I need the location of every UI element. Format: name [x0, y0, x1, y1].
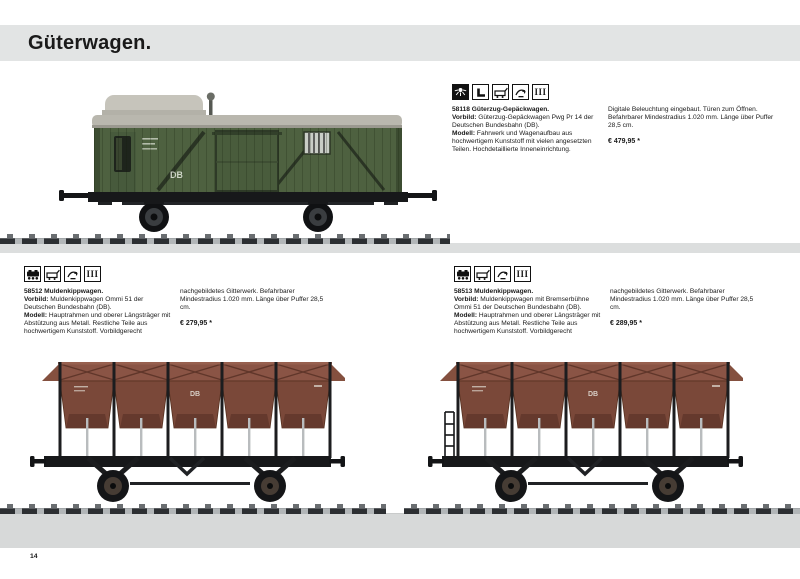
- product-title: 58512 Muldenkippwagen.: [24, 288, 104, 295]
- product-price: € 289,95 *: [610, 319, 642, 327]
- rail-clamps: [0, 504, 386, 508]
- brake-platform: [444, 411, 455, 458]
- track-roadbed-bottom: [0, 513, 800, 548]
- track-roadbed-top: [0, 243, 800, 253]
- vorbild-text: Muldenkippwagen Ommi 51 der Deutschen Bu…: [24, 295, 144, 311]
- vorbild-text: Güterzug-Gepäckwagen Pwg Pr 14 der Deuts…: [452, 113, 594, 129]
- coupling-icon: [494, 266, 511, 282]
- product-title: 58118 Güterzug-Gepäckwagen.: [452, 106, 550, 113]
- track-rails-bottom-left: [0, 504, 386, 514]
- pictogram-row: III: [24, 266, 334, 282]
- track-rails-top: [0, 234, 450, 244]
- digital-light-icon: [452, 84, 469, 100]
- epoch-label: III: [534, 86, 547, 97]
- epoch-III-icon: III: [84, 266, 101, 282]
- modell-label: Modell:: [452, 129, 476, 137]
- modell-text: Hauptrahmen und oberer Längsträger mit A…: [454, 311, 601, 335]
- open-wagon-icon: [474, 266, 491, 282]
- epoch-III-icon: III: [514, 266, 531, 282]
- vorbild-label: Vorbild:: [24, 295, 49, 303]
- track-rails-bottom-right: [404, 504, 800, 514]
- freight-wagon-icon: [24, 266, 41, 282]
- hopper-body: DB: [42, 362, 345, 429]
- pictogram-row: III: [452, 84, 782, 100]
- rail-bar: [0, 508, 386, 514]
- epoch-III-icon: III: [532, 84, 549, 100]
- product-price: € 479,95 *: [608, 137, 640, 145]
- modell-label: Modell:: [454, 311, 478, 319]
- pictogram-row: III: [454, 266, 764, 282]
- wagon-marking-db: DB: [190, 391, 200, 398]
- open-wagon-icon: [44, 266, 61, 282]
- product-modell: Modell: Hauptrahmen und oberer Längsträg…: [24, 312, 174, 336]
- product-photo-58513-hopper-wagon: DB: [428, 362, 743, 502]
- wagon-marking-db: DB: [170, 170, 183, 180]
- coupling-icon: [64, 266, 81, 282]
- vorbild-text: Muldenkippwagen mit Bremserbühne Ommi 51…: [454, 295, 590, 311]
- product-modell: Modell: Hauptrahmen und oberer Längsträg…: [454, 312, 604, 336]
- page-number: 14: [30, 553, 38, 560]
- modell-text: Fahrwerk und Wagenaufbau aus hochwertige…: [452, 129, 592, 153]
- rail-bar: [0, 238, 450, 244]
- product-title: 58513 Muldenkippwagen.: [454, 288, 534, 295]
- page-header: Güterwagen.: [0, 25, 800, 61]
- coupling-icon: [512, 84, 529, 100]
- product-photo-58512-hopper-wagon: DB: [30, 362, 345, 502]
- rail-clamps: [0, 234, 450, 238]
- freight-wagon-icon: [454, 266, 471, 282]
- product-details: Digitale Beleuchtung eingebaut. Türen zu…: [608, 106, 774, 129]
- product-info-58512: III 58512 Muldenkippwagen. Vorbild: Muld…: [24, 266, 334, 335]
- wagon-marking-db: DB: [588, 391, 598, 398]
- product-price: € 279,95 *: [180, 319, 212, 327]
- product-details: nachgebildetes Gitterwerk. Befahrbarer M…: [610, 288, 754, 311]
- epoch-label: III: [516, 268, 529, 279]
- product-details: nachgebildetes Gitterwerk. Befahrbarer M…: [180, 288, 324, 311]
- rail-clamps: [404, 504, 800, 508]
- hopper-chassis: [30, 362, 345, 502]
- product-photo-58118-baggage-car: DB: [59, 92, 437, 232]
- rail-bar: [404, 508, 800, 514]
- modell-text: Hauptrahmen und oberer Längsträger mit A…: [24, 311, 171, 335]
- product-vorbild: Vorbild: Muldenkippwagen Ommi 51 der Deu…: [24, 296, 174, 312]
- product-modell: Modell: Fahrwerk und Wagenaufbau aus hoc…: [452, 130, 602, 154]
- open-wagon-icon: [492, 84, 509, 100]
- seat-icon: [472, 84, 489, 100]
- hopper-chassis: [428, 362, 743, 502]
- epoch-label: III: [86, 268, 99, 279]
- product-vorbild: Vorbild: Muldenkippwagen mit Bremserbühn…: [454, 296, 604, 312]
- vorbild-label: Vorbild:: [452, 113, 477, 121]
- page-title: Güterwagen.: [28, 31, 152, 54]
- product-info-58118: III 58118 Güterzug-Gepäckwagen. Vorbild:…: [452, 84, 782, 153]
- product-info-58513: III 58513 Muldenkippwagen. Vorbild: Muld…: [454, 266, 764, 335]
- modell-label: Modell:: [24, 311, 48, 319]
- product-vorbild: Vorbild: Güterzug-Gepäckwagen Pwg Pr 14 …: [452, 114, 602, 130]
- vorbild-label: Vorbild:: [454, 295, 479, 303]
